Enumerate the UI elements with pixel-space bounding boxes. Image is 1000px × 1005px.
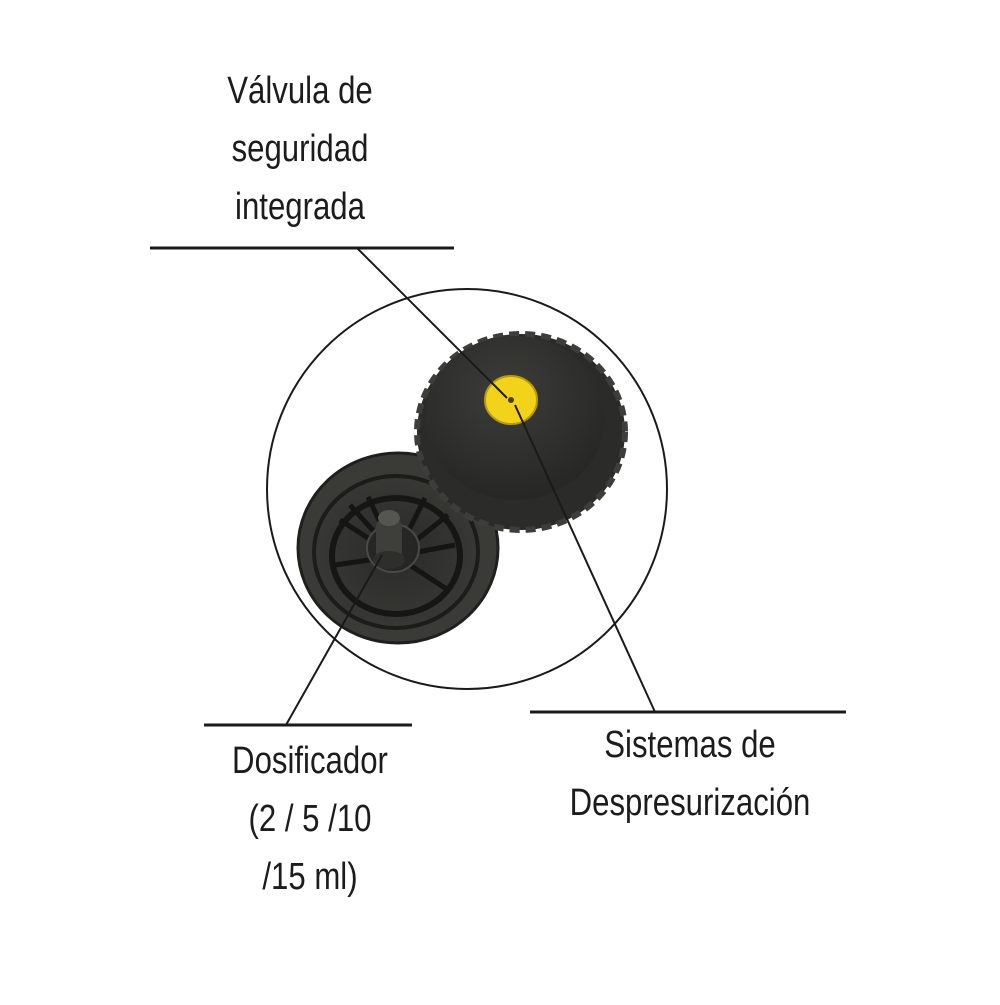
enclosing-circle	[266, 288, 668, 690]
dosifier-label-line-3: /15 ml)	[262, 856, 358, 898]
valve-leader-line	[356, 247, 508, 399]
depressurization-label: Sistemas de Despresurización	[551, 716, 830, 832]
depressurization-label-line-2: Despresurización	[569, 782, 811, 824]
dosifier-label-line-2: (2 / 5 /10	[248, 798, 372, 840]
valve-label-line-1: Válvula de	[227, 70, 373, 112]
valve-label-line-2: seguridad	[231, 128, 369, 170]
valve-label: Válvula de seguridad integrada	[177, 62, 423, 236]
depressurization-label-line-1: Sistemas de	[604, 724, 776, 766]
depressurization-leader-line	[514, 404, 656, 713]
dosifier-label-line-1: Dosificador	[232, 740, 388, 782]
dosifier-leader-line	[285, 554, 383, 726]
valve-label-line-3: integrada	[235, 186, 365, 228]
dosifier-label: Dosificador (2 / 5 /10 /15 ml)	[187, 732, 433, 906]
bottle-cap-top-icon	[414, 331, 628, 533]
